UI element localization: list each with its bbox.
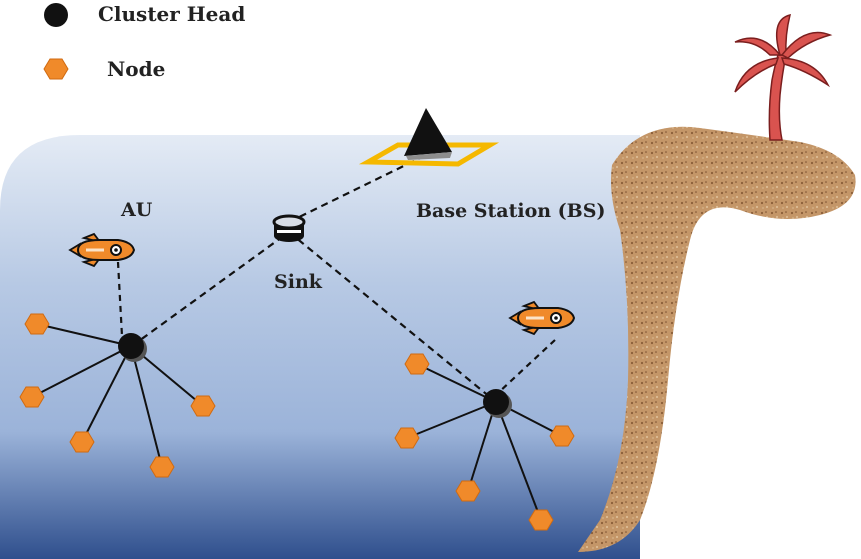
link-auv-1-cluster-head-1 xyxy=(116,261,124,337)
sensor-node xyxy=(549,425,575,447)
base-station-icon xyxy=(358,108,500,167)
link-node xyxy=(416,363,497,403)
cluster-head-2 xyxy=(483,389,512,418)
sensor-node xyxy=(24,313,50,335)
legend-node-label: Node xyxy=(107,57,165,81)
sensor-node xyxy=(69,431,95,453)
link-node xyxy=(495,401,542,521)
shore-sand xyxy=(578,126,856,552)
legend-node-marker xyxy=(43,58,69,80)
label-sink: Sink xyxy=(274,271,323,293)
water-body xyxy=(0,135,640,559)
link-sink-base-station xyxy=(288,157,421,223)
sensor-node xyxy=(394,427,420,449)
sensor-node xyxy=(404,353,430,375)
legend-cluster-head-label: Cluster Head xyxy=(98,2,245,26)
palm-tree-icon xyxy=(734,13,833,141)
legend-cluster-head-marker xyxy=(44,3,68,27)
link-node xyxy=(130,345,163,468)
link-sink-cluster-head-2 xyxy=(288,231,497,403)
link-node xyxy=(406,401,497,439)
links xyxy=(31,157,563,521)
link-node xyxy=(36,323,132,347)
cluster-head-1 xyxy=(118,333,147,362)
link-cluster-head-1-sink xyxy=(131,231,290,347)
label-au: AU xyxy=(120,199,153,221)
link-node xyxy=(467,401,497,492)
label-base-station: Base Station (BS) xyxy=(416,200,605,222)
sink-buoy-icon xyxy=(272,214,306,242)
link-node xyxy=(81,345,132,443)
sensor-node xyxy=(528,509,554,531)
sensor-node xyxy=(19,386,45,408)
auv-icon xyxy=(508,300,576,336)
legend: Cluster Head Node xyxy=(43,2,245,81)
link-node xyxy=(31,345,132,398)
nodes xyxy=(19,313,575,531)
sensor-node xyxy=(455,480,481,502)
auv-icon xyxy=(68,232,136,268)
sensor-node xyxy=(149,456,175,478)
sensor-node xyxy=(190,395,216,417)
link-auv-2-cluster-head-2 xyxy=(497,339,556,394)
